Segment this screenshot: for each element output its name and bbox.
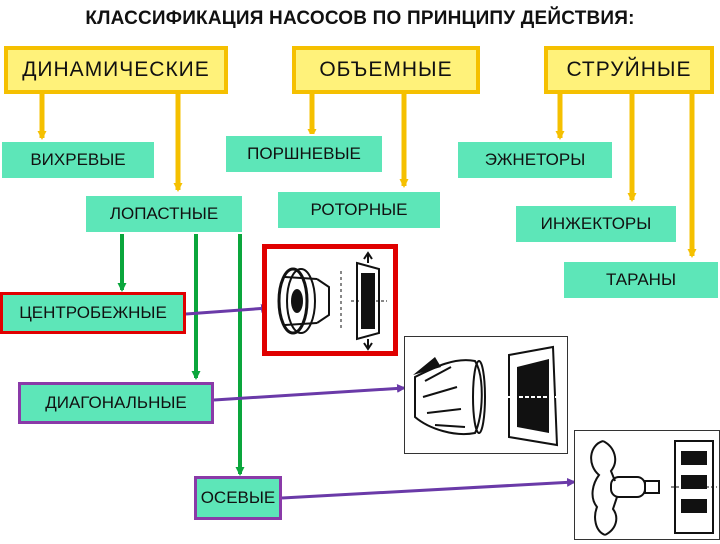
type-rams-label: ТАРАНЫ <box>605 270 677 289</box>
page-title: КЛАССИФИКАЦИЯ НАСОСОВ ПО ПРИНЦИПУ ДЕЙСТВ… <box>85 8 635 29</box>
centrifugal-pump-illustration <box>262 244 398 356</box>
vane-centrifugal-label: ЦЕНТРОБЕЖНЫЕ <box>19 303 167 322</box>
diagonal-pump-illustration <box>404 336 568 454</box>
category-dynamic-label: ДИНАМИЧЕСКИЕ <box>22 58 210 81</box>
arrow-centrifugal-to-image <box>185 304 270 316</box>
arrow-axial-to-image <box>281 477 576 500</box>
arrow-diagonal-to-image <box>213 383 406 402</box>
vane-centrifugal: ЦЕНТРОБЕЖНЫЕ <box>0 292 186 334</box>
type-injectors: ИНЖЕКТОРЫ <box>514 204 678 244</box>
type-vane-label: ЛОПАСТНЫЕ <box>109 204 219 223</box>
type-ejectors: ЭЖНЕТОРЫ <box>456 140 614 180</box>
type-rotary-label: РОТОРНЫЕ <box>310 200 408 219</box>
vane-axial: ОСЕВЫЕ <box>194 476 282 520</box>
type-vane: ЛОПАСТНЫЕ <box>84 194 244 234</box>
type-rotary: РОТОРНЫЕ <box>276 190 442 230</box>
vane-diagonal-label: ДИАГОНАЛЬНЫЕ <box>45 393 187 412</box>
vane-axial-label: ОСЕВЫЕ <box>200 488 276 507</box>
category-jet: СТРУЙНЫЕ <box>544 46 714 94</box>
type-vortex: ВИХРЕВЫЕ <box>0 140 156 180</box>
vane-diagonal: ДИАГОНАЛЬНЫЕ <box>18 382 214 424</box>
type-rams: ТАРАНЫ <box>562 260 720 300</box>
category-volumetric: ОБЪЕМНЫЕ <box>292 46 480 94</box>
type-ejectors-label: ЭЖНЕТОРЫ <box>484 150 586 169</box>
axial-pump-illustration <box>574 430 720 540</box>
type-vortex-label: ВИХРЕВЫЕ <box>30 150 126 169</box>
category-jet-label: СТРУЙНЫЕ <box>566 58 692 81</box>
category-dynamic: ДИНАМИЧЕСКИЕ <box>4 46 228 94</box>
type-injectors-label: ИНЖЕКТОРЫ <box>540 214 652 233</box>
type-piston-label: ПОРШНЕВЫЕ <box>247 144 361 163</box>
type-piston: ПОРШНЕВЫЕ <box>224 134 384 174</box>
category-volumetric-label: ОБЪЕМНЫЕ <box>319 58 453 81</box>
